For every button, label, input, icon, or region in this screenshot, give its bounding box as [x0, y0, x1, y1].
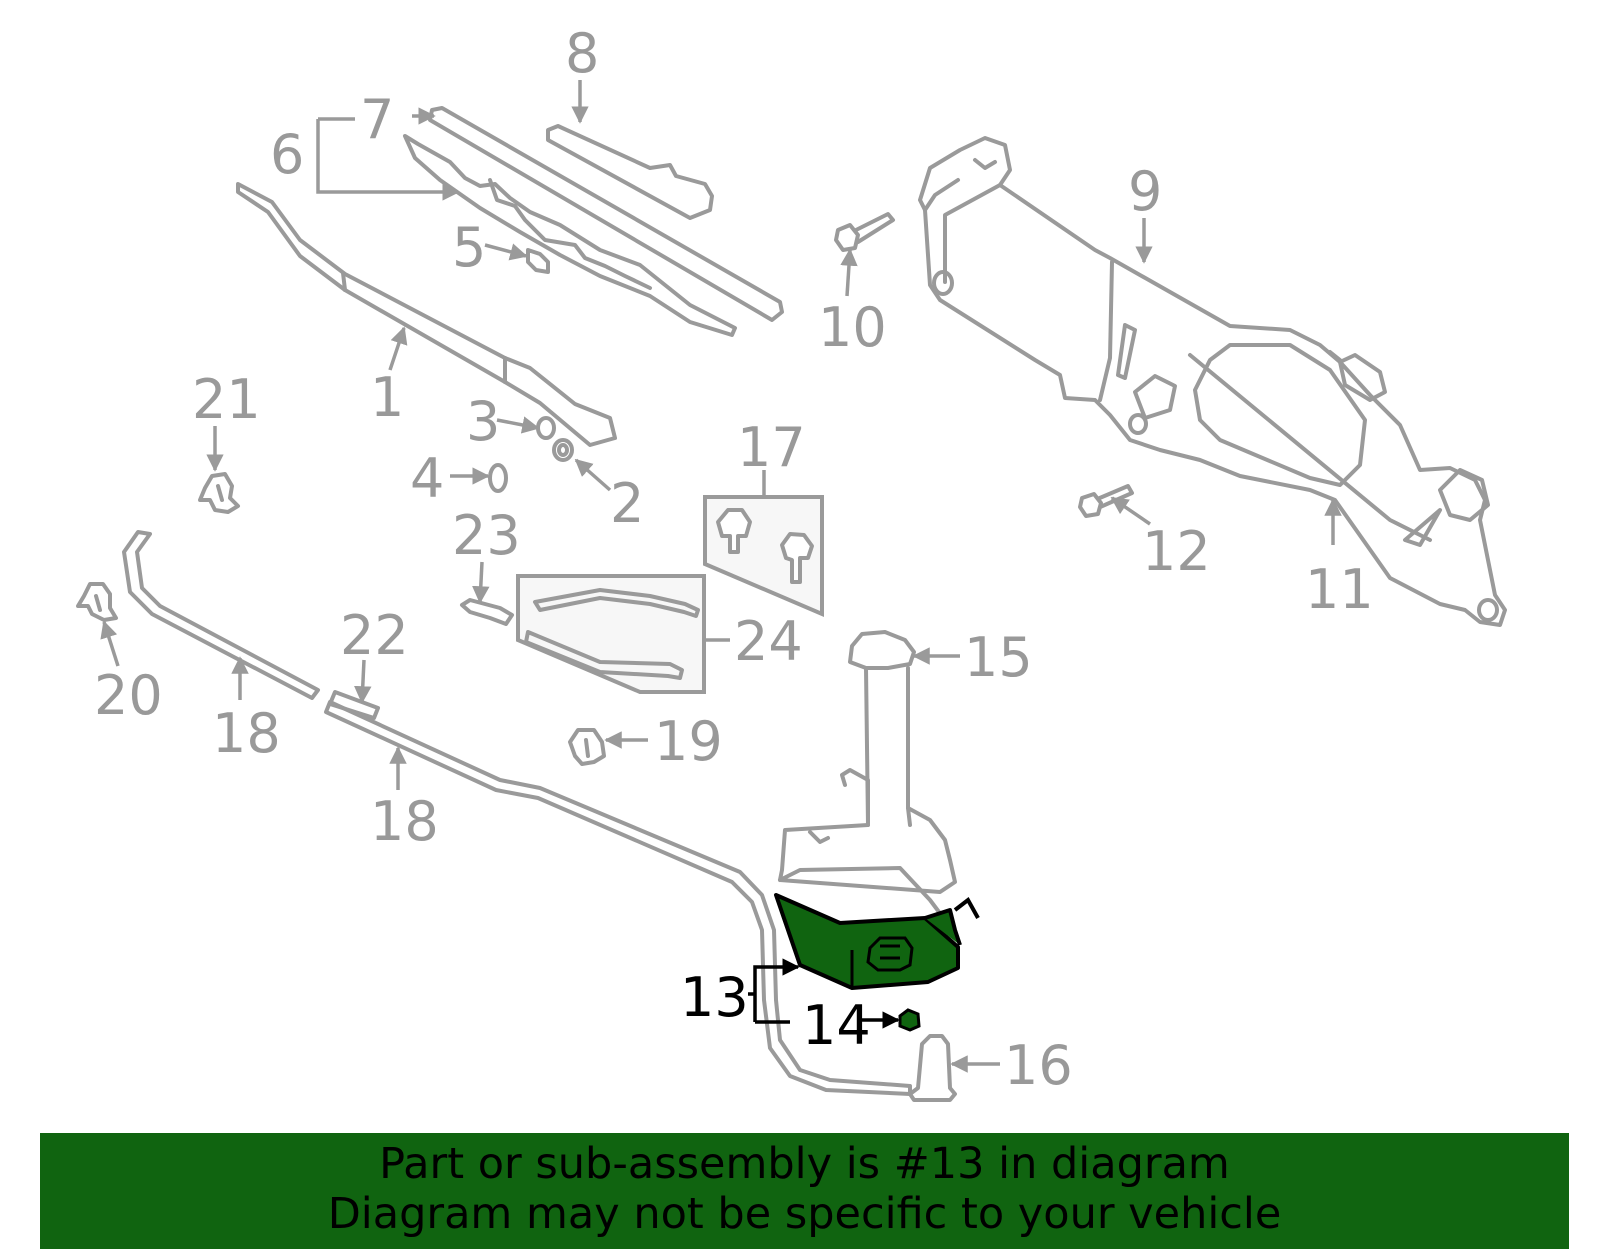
nozzle-set-box	[703, 495, 824, 618]
callout-9: 9	[1128, 160, 1162, 223]
callout-16: 16	[1004, 1034, 1073, 1097]
callout-2: 2	[610, 472, 644, 535]
callout-22: 22	[340, 604, 409, 667]
wiper-arm-part	[236, 182, 617, 447]
banner-line-part: Part or sub-assembly is #13 in diagram	[379, 1139, 1230, 1189]
callout-10: 10	[818, 296, 887, 359]
pump-part-16	[908, 1034, 957, 1102]
callout-labels: 8 7 6 5 9 10 1 3 21 4 2 17 12 11 23 24 2…	[94, 22, 1374, 1097]
leader-lines	[100, 80, 1342, 1073]
info-banner: Part or sub-assembly is #13 in diagram D…	[40, 1133, 1569, 1249]
clip-part-20	[76, 582, 118, 622]
callout-19: 19	[654, 710, 723, 773]
blade-cover-part	[546, 124, 714, 220]
callout-17: 17	[737, 416, 806, 479]
callout-1: 1	[370, 366, 404, 429]
callout-15: 15	[964, 626, 1033, 689]
clip-part-23	[460, 598, 514, 626]
washer-part-3	[536, 416, 556, 440]
hose-set-box	[516, 574, 706, 694]
callout-24: 24	[734, 610, 803, 673]
callout-5: 5	[452, 216, 486, 279]
callout-8: 8	[565, 22, 599, 85]
callout-7: 7	[360, 88, 394, 151]
bolt-part-12	[1078, 484, 1134, 518]
wiper-linkage-part	[918, 136, 1507, 627]
bolt-part-10	[834, 212, 895, 252]
callout-23: 23	[452, 504, 521, 567]
reservoir-upper-part	[778, 630, 957, 922]
callout-18-left: 18	[212, 702, 281, 765]
callout-13: 13	[680, 966, 749, 1029]
callout-20: 20	[94, 664, 163, 727]
clip-part-19	[568, 728, 606, 766]
callout-12: 12	[1142, 520, 1211, 583]
callout-14: 14	[802, 994, 871, 1057]
nut-part-2	[552, 438, 574, 462]
clip-part-21	[198, 472, 240, 514]
reservoir-tank-highlight	[774, 893, 980, 990]
cap-part-4	[488, 463, 508, 493]
leader-lines-highlight	[748, 958, 900, 1029]
grommet-part-14	[898, 1008, 921, 1032]
clip-part-5	[526, 248, 550, 274]
callout-21: 21	[192, 368, 261, 431]
callout-4: 4	[410, 447, 444, 510]
callout-6: 6	[270, 123, 304, 186]
banner-line-disclaimer: Diagram may not be specific to your vehi…	[327, 1189, 1282, 1239]
callout-18-right: 18	[370, 790, 439, 853]
callout-3: 3	[466, 390, 500, 453]
callout-11: 11	[1305, 558, 1374, 621]
